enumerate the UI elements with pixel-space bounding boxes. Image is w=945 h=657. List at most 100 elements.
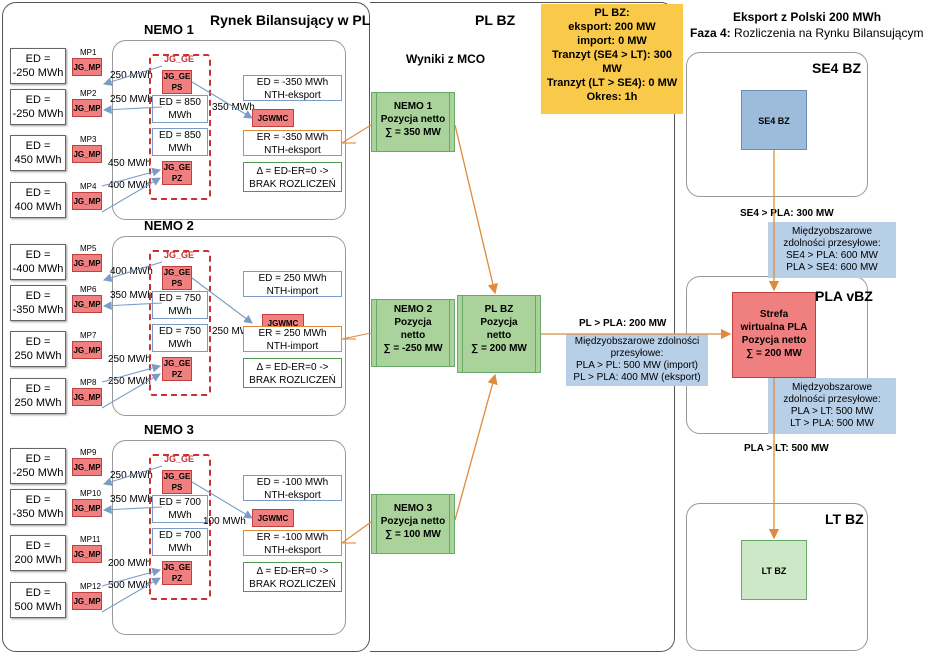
jg-mp-box: JG_MP <box>72 192 102 210</box>
ed-box: ED =250 MWh <box>10 378 66 414</box>
summary-line: Tranzyt (SE4 > LT): 300 <box>552 49 672 61</box>
ed-box: ED =500 MWh <box>10 582 66 618</box>
jg-mp-box: JG_MP <box>72 592 102 610</box>
ed-box: ED =-350 MWh <box>10 285 66 321</box>
se4-bz-box: SE4 BZ <box>741 90 807 150</box>
pl-bz-summary-box: PL BZ: eksport: 200 MW import: 0 MW Tran… <box>541 4 683 114</box>
aggregate-flow-arrow <box>191 277 253 324</box>
ed-box: ED =-250 MWh <box>10 48 66 84</box>
mp-label: MP6 <box>80 285 97 294</box>
lt-bz-box: LT BZ <box>741 540 807 600</box>
summary-line: MW <box>602 63 622 75</box>
flow-label: 250 MWh <box>108 376 151 387</box>
mp-label: MP2 <box>80 89 97 98</box>
jg-ge-title: JG_GE <box>164 250 195 260</box>
jg-ge-group <box>149 250 211 396</box>
phase-text: Rozliczenia na Rynku Bilansującym <box>730 26 924 40</box>
pla-vbz-label: PLA vBZ <box>815 288 873 304</box>
phase-label: Faza 4: <box>690 26 731 40</box>
mp-flow-arrow <box>102 261 163 282</box>
mp-flow-arrow <box>102 65 163 86</box>
ed-box: ED =-350 MWh <box>10 489 66 525</box>
summary-line: Tranzyt (LT > SE4): 0 MW <box>546 77 678 89</box>
ed-box: ED =-250 MWh <box>10 448 66 484</box>
mp-flow-arrow <box>101 167 162 187</box>
delta-box: Δ = ED-ER=0 ->BRAK ROZLICZEŃ <box>243 162 342 192</box>
jg-mp-box: JG_MP <box>72 341 102 359</box>
mp-label: MP11 <box>80 535 101 544</box>
mp-label: MP9 <box>80 448 97 457</box>
mp-label: MP7 <box>80 331 97 340</box>
se4-bz-label: SE4 BZ <box>812 60 862 76</box>
summary-line: eksport: 200 MW <box>568 21 656 33</box>
pla-to-lt-flow: PLA > LT: 500 MW <box>744 443 829 454</box>
flow-label: 350 MWh <box>110 290 153 301</box>
nemo2-er-to-mco <box>341 332 372 340</box>
mp-label: MP10 <box>80 489 101 498</box>
ed-box: ED =400 MWh <box>10 182 66 218</box>
mp-label: MP1 <box>80 48 97 57</box>
aggregate-flow-label: 250 MWh <box>212 326 255 337</box>
flow-label: 200 MWh <box>108 558 151 569</box>
jg-mp-box: JG_MP <box>72 145 102 163</box>
mp-label: MP4 <box>80 182 97 191</box>
delta-box: Δ = ED-ER=0 ->BRAK ROZLICZEŃ <box>243 562 342 592</box>
jg-mp-box: JG_MP <box>72 58 102 76</box>
mp-flow-arrow <box>101 363 162 383</box>
ed-box: ED =250 MWh <box>10 331 66 367</box>
nemo-title: NEMO 1 <box>144 22 194 37</box>
mco-results-label: Wyniki z MCO <box>406 52 486 66</box>
aggregate-flow-label: 100 MWh <box>203 516 246 527</box>
lt-bz-label: LT BZ <box>825 511 864 527</box>
mp-flow-arrow <box>101 373 161 409</box>
jg-mp-box: JG_MP <box>72 99 102 117</box>
nemo-title: NEMO 3 <box>144 422 194 437</box>
jg-mp-box: JG_MP <box>72 545 102 563</box>
mp-flow-arrow <box>102 301 163 310</box>
mp-label: MP5 <box>80 244 97 253</box>
flow-label: 250 MWh <box>108 354 151 365</box>
mp-flow-arrow <box>101 177 161 213</box>
nemo-title: NEMO 2 <box>144 218 194 233</box>
flow-label: 250 MWh <box>110 94 153 105</box>
nemo1-to-plbz-arrow <box>454 124 498 295</box>
mp-label: MP8 <box>80 378 97 387</box>
mp-flow-arrow <box>101 567 162 587</box>
ed-box: ED =-400 MWh <box>10 244 66 280</box>
se4-to-pla-flow: SE4 > PLA: 300 MW <box>740 208 834 219</box>
pl-bz-label: PL BZ <box>475 12 516 28</box>
mp-flow-arrow <box>102 105 163 114</box>
export-header: Eksport z Polski 200 MWh <box>733 10 882 24</box>
jg-mp-box: JG_MP <box>72 254 102 272</box>
jg-mp-box: JG_MP <box>72 458 102 476</box>
mp-flow-arrow <box>102 505 163 514</box>
ed-box: ED =200 MWh <box>10 535 66 571</box>
nemo3-to-plbz-arrow <box>454 373 498 521</box>
ed-box: ED =450 MWh <box>10 135 66 171</box>
delta-box: Δ = ED-ER=0 ->BRAK ROZLICZEŃ <box>243 358 342 388</box>
flow-label: 500 MWh <box>108 580 151 591</box>
flow-label: 350 MWh <box>110 494 153 505</box>
jg-mp-box: JG_MP <box>72 499 102 517</box>
